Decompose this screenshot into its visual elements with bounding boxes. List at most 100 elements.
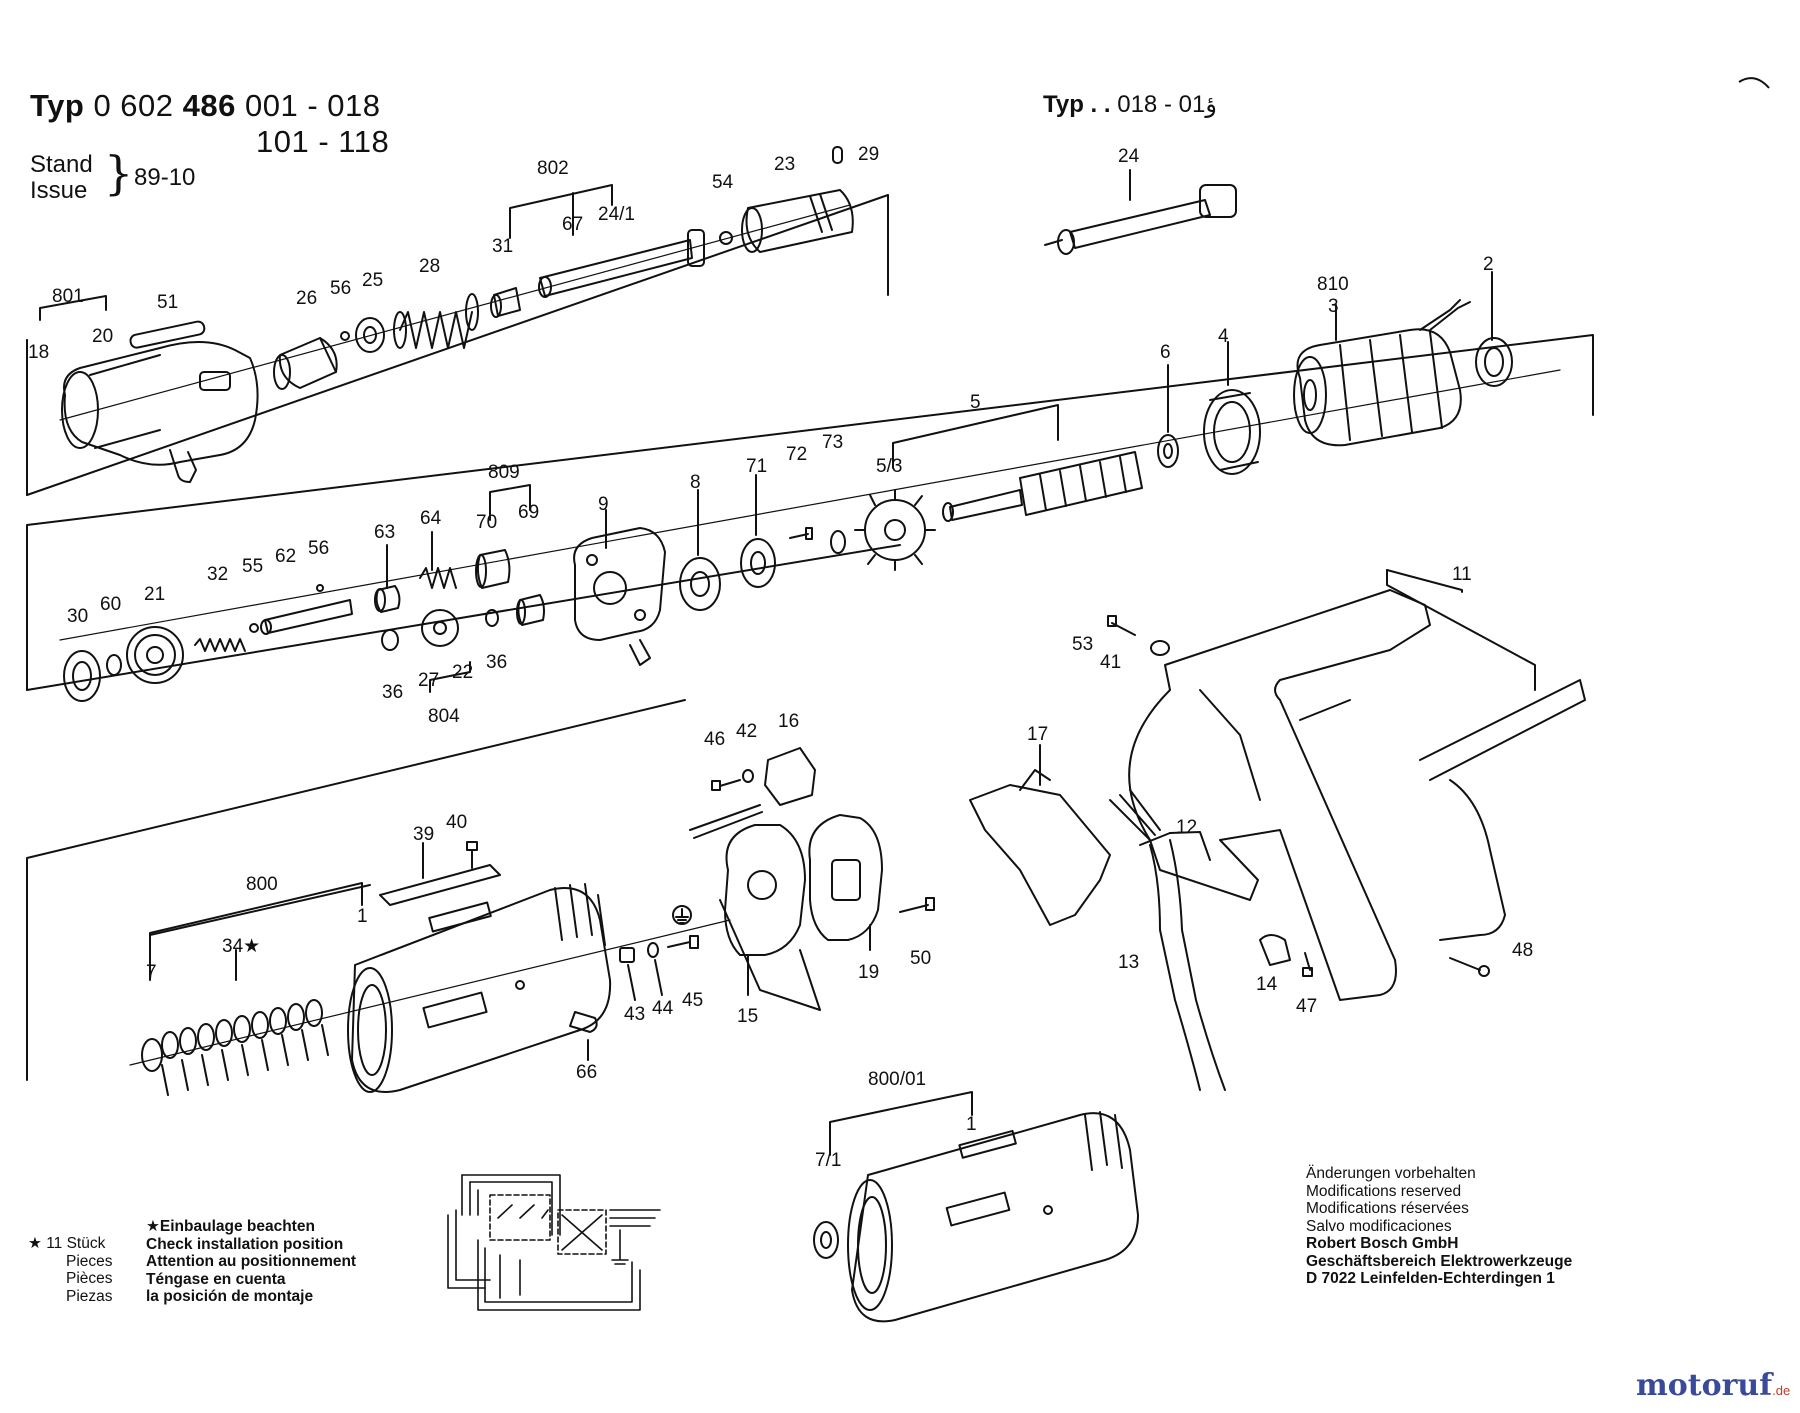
callout-label: 26 [296,288,317,309]
callout-label: 5/3 [876,456,902,477]
callout-label: 3 [1328,296,1339,317]
pieces-fr: Pièces [66,1270,113,1287]
part-spring-28 [393,293,479,349]
callout-label: 45 [682,990,703,1011]
callout-label: 71 [746,456,767,477]
note-en: Modifications reserved [1306,1182,1462,1200]
callout-label: 12 [1176,817,1197,838]
corner-mark [1738,77,1770,89]
typ-number-bold: 486 [182,88,236,123]
part-washer-6 [1157,434,1179,468]
ground-symbol [672,905,692,925]
typ-variants-1: 001 - 018 [245,88,381,123]
note-de: Änderungen vorbehalten [1306,1165,1476,1182]
install-line-3: Attention au positionnement [146,1253,357,1270]
callout-label: 809 [488,462,520,483]
pieces-es: Piezas [66,1287,113,1305]
part-end-plate-15 [719,824,821,1011]
callout-label: 800/01 [868,1069,926,1090]
callout-label: 18 [28,342,49,363]
part-brush-holder-16 [689,747,816,839]
part-sleeve-31 [490,287,521,318]
callout-label: 13 [1118,952,1139,973]
panel-2-frame [26,334,1594,691]
part-screw-45 [667,935,699,949]
wiring-diagram [447,1174,661,1311]
company-division: Geschäftsbereich Elektrowerkzeuge [1306,1252,1573,1270]
issue-label: Issue [30,177,88,204]
part-washer-41 [1150,640,1170,656]
callout-label: 804 [428,706,460,727]
part-spring-64 [419,567,457,589]
company-address: D 7022 Leinfelden-Echterdingen 1 [1306,1270,1555,1287]
part-coupling-26 [273,337,338,390]
typ-right-range: ؤ01 - 018 [1117,91,1217,118]
part-sleeve-70 [475,549,511,589]
bracket-809 [489,484,531,521]
part-gear-21 [126,626,184,684]
callout-label: 27 [418,670,439,691]
part-ring-2 [1475,337,1513,387]
part-plate-39 [379,864,501,906]
callout-label: 30 [67,606,88,627]
part-springs-34 [161,999,323,1059]
part-ball-54 [719,231,733,245]
callout-label: 24 [1118,146,1140,167]
part-washer-71 [740,538,776,588]
callout-label: 60 [100,594,121,615]
callout-label: 64 [420,508,442,529]
company-name: Robert Bosch GmbH [1306,1235,1459,1252]
part-ring-60 [106,654,122,676]
callout-label: 14 [1256,974,1278,995]
part-screw-48 [1449,957,1490,977]
part-screw-46 [711,779,741,791]
bracket-804 [429,661,471,693]
install-line-4: Téngase en cuenta [146,1270,286,1288]
callout-label: 55 [242,556,263,577]
part-plug-66 [569,1011,598,1033]
callout-label: 17 [1027,724,1048,745]
callout-label: 54 [712,172,734,193]
part-motor-housing-800 [347,883,612,1093]
callout-label: 20 [92,326,113,347]
stand-issue-block: Stand Issue [30,152,93,204]
callout-label: 1 [966,1114,977,1135]
part-end-plate-19 [808,814,883,941]
part-ball-55 [249,623,259,633]
part-screw-72 [789,527,813,540]
callout-label: 1 [357,906,368,927]
typ-number: 0 602 [93,88,174,123]
leader-43 [627,964,636,1001]
part-fan-5-3 [854,489,936,571]
callout-label: 63 [374,522,395,543]
callout-label: 32 [207,564,228,585]
part-housing-23 [741,189,854,253]
part-bearing-housing-9 [573,527,666,666]
part-washer-44 [647,942,659,958]
callout-label: 34★ [222,936,260,957]
part-terminal-43 [619,947,635,963]
part-ball-56 [340,331,350,341]
brace-symbol: } [104,146,134,200]
callout-label: 31 [492,236,513,257]
part-bearing-30 [63,650,101,702]
part-ring-7 [141,1038,163,1072]
callout-label: 21 [144,584,165,605]
callout-label: 46 [704,729,725,750]
callout-label: 15 [737,1006,758,1027]
note-fr: Modifications réservées [1306,1200,1469,1217]
part-cable-12-13 [1109,789,1226,1091]
part-spindle-24-1 [538,229,705,298]
panel-1-frame [26,194,889,496]
part-shaft-62 [260,599,353,635]
watermark-tld: .de [1772,1383,1791,1398]
callout-label: 41 [1100,652,1121,673]
part-bearing-8 [679,557,721,611]
part-spindle-24 [1044,184,1237,255]
callout-label: 48 [1512,940,1533,961]
callout-label: 5 [970,392,981,413]
panel-3-frame [26,699,686,1081]
callout-label: 23 [774,154,795,175]
